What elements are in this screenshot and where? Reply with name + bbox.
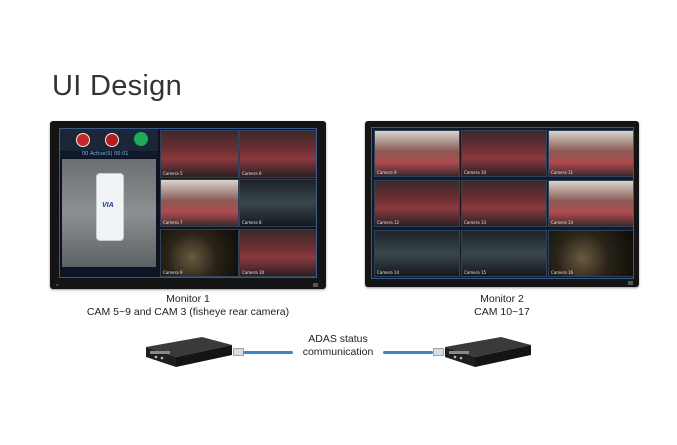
camera-label: Camera 16	[551, 270, 574, 275]
ethernet-cable	[383, 351, 433, 354]
ethernet-cable	[243, 351, 293, 354]
box-pc-left	[146, 337, 232, 367]
camera-tile[interactable]: Camera 9	[160, 229, 239, 277]
camera-label: Camera 14	[377, 270, 400, 275]
page-title: UI Design	[52, 70, 183, 102]
monitor-1-caption: Monitor 1 CAM 5~9 and CAM 3 (fisheye rea…	[50, 293, 326, 319]
camera-tile[interactable]: Camera 8	[239, 179, 316, 227]
camera-label: Camera 10	[242, 270, 265, 275]
camera-tile[interactable]: Camera 14	[374, 230, 460, 277]
link-label-line: ADAS status	[308, 333, 368, 345]
bus-top-view: VIA	[96, 173, 124, 241]
camera-tile[interactable]: Camera 10	[239, 229, 316, 277]
warning-icon	[105, 133, 119, 147]
camera-tile[interactable]: Camera 13	[461, 180, 547, 227]
phone-icon	[134, 132, 148, 146]
monitor-2-caption: Monitor 2 CAM 10~17	[365, 293, 639, 319]
camera-label: Camera 8	[242, 220, 262, 225]
camera-tile[interactable]: Camera 14	[548, 180, 633, 227]
ethernet-plug	[433, 348, 444, 356]
monitor-1: 00 Active(S) 00:01 VIA Camera 5 Camera 6 C…	[50, 121, 326, 289]
brand-strip	[60, 268, 158, 277]
camera-label: Camera 10	[464, 170, 487, 175]
camera-label: Camera 14	[551, 220, 574, 225]
caption-line: CAM 5~9 and CAM 3 (fisheye rear camera)	[86, 306, 290, 318]
caption-line: Monitor 1	[166, 293, 210, 305]
caption-line: Monitor 2	[480, 293, 524, 305]
camera-tile[interactable]: Camera 7	[160, 179, 239, 227]
camera-label: Camera 7	[163, 220, 183, 225]
caption-line: CAM 10~17	[474, 306, 530, 318]
status-bar	[60, 129, 158, 151]
camera-tile[interactable]: Camera 6	[239, 130, 316, 178]
camera-label: Camera 5	[163, 171, 183, 176]
camera-label: Camera 15	[464, 270, 487, 275]
box-pc-right	[445, 337, 531, 367]
link-label-line: communication	[302, 346, 374, 358]
camera-label: Camera 12	[377, 220, 400, 225]
camera-tile[interactable]: Camera 9	[374, 130, 460, 177]
status-text: 00 Active(S) 00:01	[82, 151, 129, 157]
power-button[interactable]	[313, 283, 318, 287]
power-button[interactable]	[628, 281, 633, 285]
camera-tile[interactable]: Camera 16	[548, 230, 633, 277]
camera-tile[interactable]: Camera 10	[461, 130, 547, 177]
warning-icon	[76, 133, 90, 147]
camera-tile[interactable]: Camera 5	[160, 130, 239, 178]
monitor-brand-mark: ▪▪	[56, 282, 59, 287]
link-label: ADAS status communication	[288, 333, 388, 359]
camera-label: Camera 6	[242, 171, 262, 176]
overhead-view: VIA	[62, 159, 156, 267]
logo: VIA	[102, 202, 114, 209]
monitor-1-screen: 00 Active(S) 00:01 VIA Camera 5 Camera 6 C…	[59, 128, 317, 278]
camera-label: Camera 13	[464, 220, 487, 225]
camera-tile[interactable]: Camera 12	[374, 180, 460, 227]
camera-tile[interactable]: Camera 15	[461, 230, 547, 277]
monitor-2: Camera 9 Camera 10 Camera 11 Camera 12 Camer…	[365, 121, 639, 287]
status-line: 00 Active(S) 00:01	[60, 151, 158, 158]
camera-label: Camera 11	[551, 170, 574, 175]
camera-label: Camera 9	[163, 270, 183, 275]
camera-label: Camera 9	[377, 170, 397, 175]
camera-tile[interactable]: Camera 11	[548, 130, 633, 177]
monitor-2-screen: Camera 9 Camera 10 Camera 11 Camera 12 Camer…	[371, 127, 634, 279]
